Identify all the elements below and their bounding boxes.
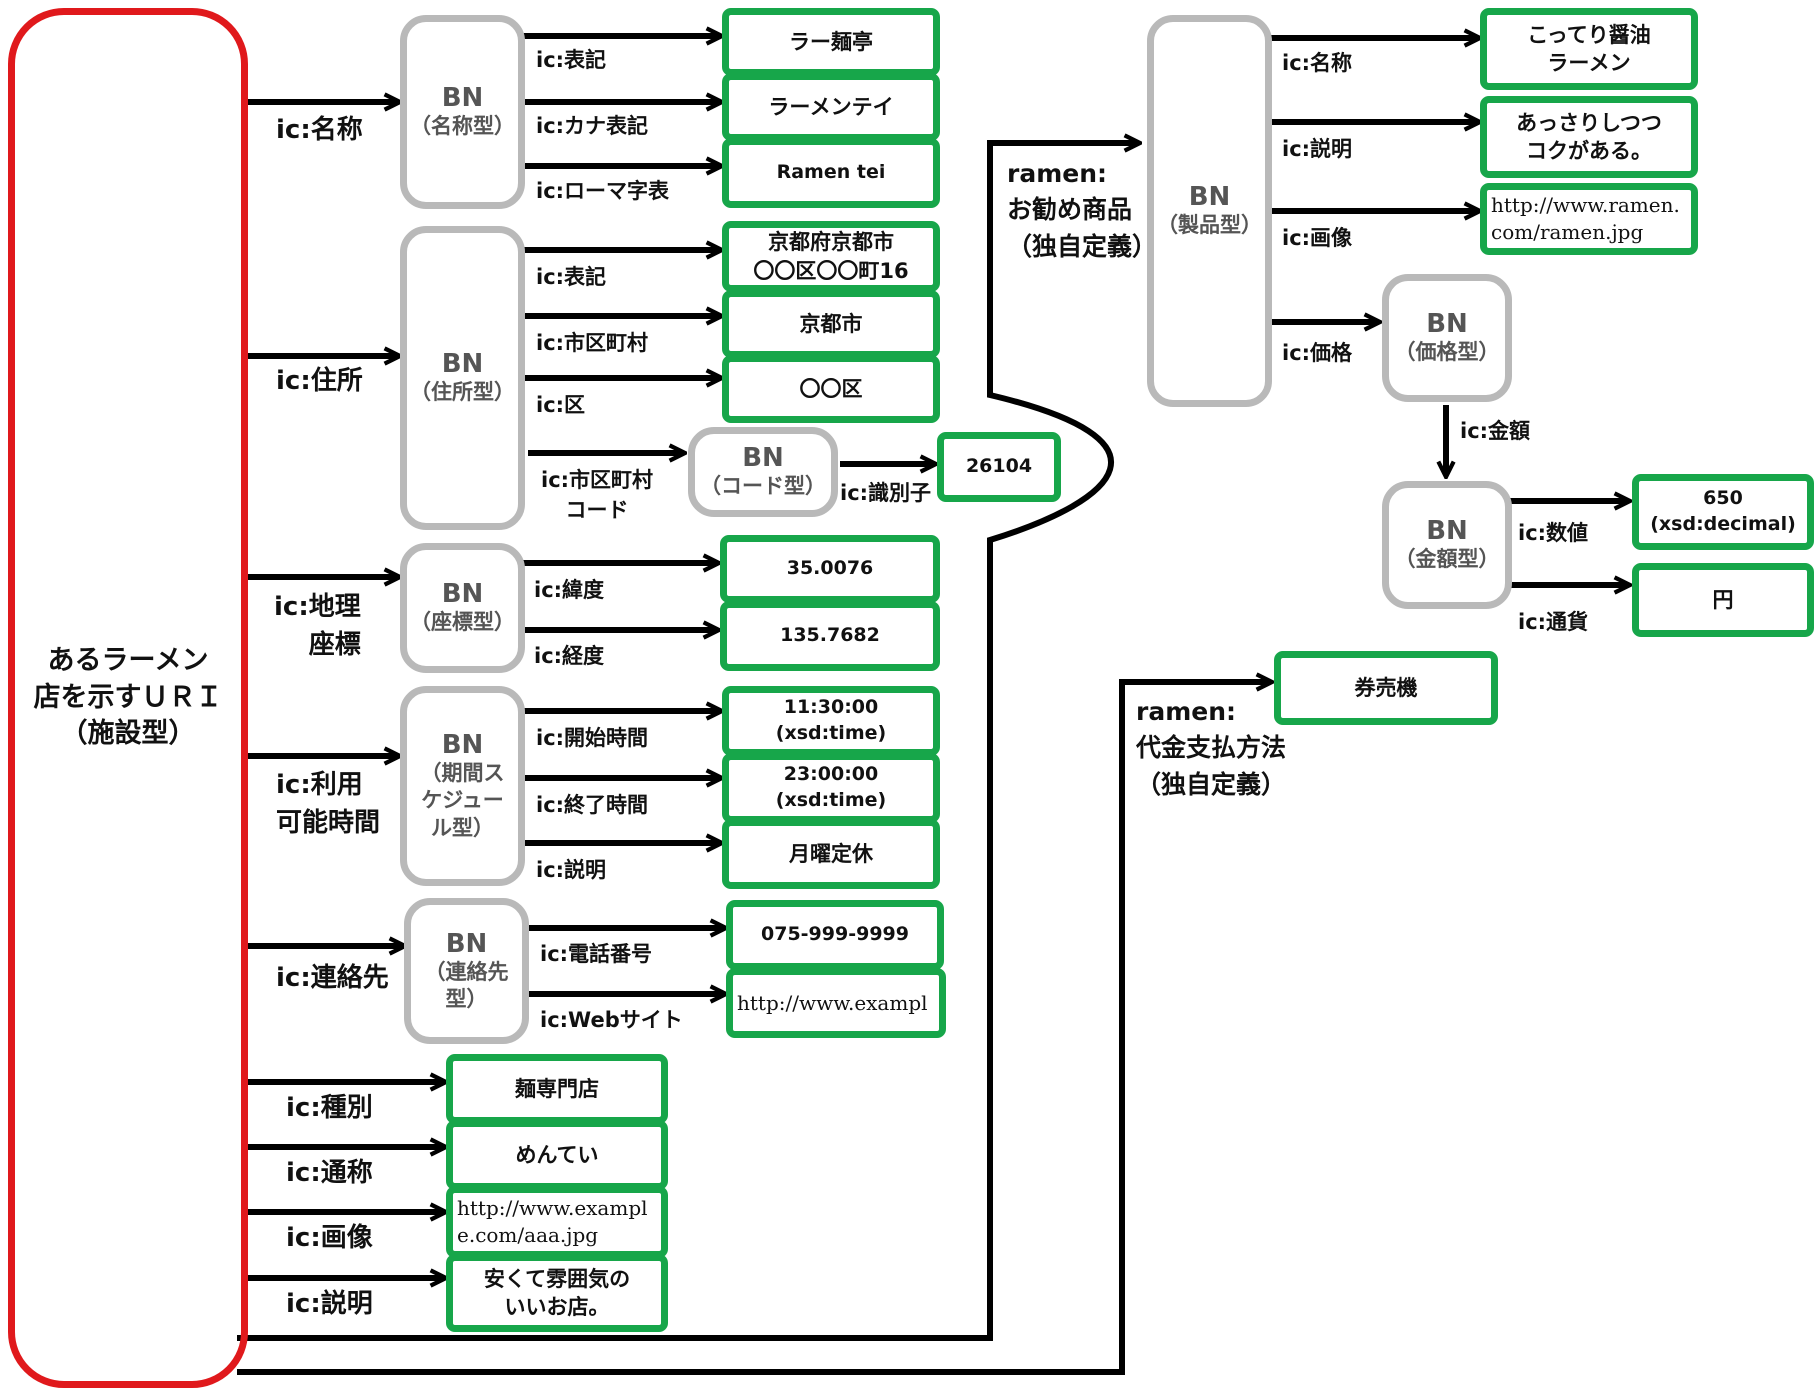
pred-address-notation: ic:表記 [536,265,607,289]
literal-description: 安くて雰囲気の いいお店。 [446,1254,668,1332]
pred-numeric-value: ic:数値 [1518,521,1589,545]
literal-city-code: 26104 [937,432,1061,502]
literal-name-romaji: Ramen tei [722,138,940,208]
pred-phone: ic:電話番号 [540,942,653,966]
bn-price-type: BN （価格型） [1382,274,1512,402]
bn-title: BN [1188,182,1231,213]
pred-notation: ic:表記 [536,48,607,72]
pred-product-description: ic:説明 [1282,137,1353,161]
literal-latitude: 35.0076 [720,535,940,603]
literal-phone: 075-999-9999 [726,900,944,970]
facility-root-node: あるラーメン 店を示すＵＲＩ （施設型） [8,8,248,1388]
bn-type-label: （コード型） [700,474,826,499]
literal-nickname: めんてい [446,1120,668,1190]
pred-longitude: ic:経度 [534,644,605,668]
literal-image-url: http://www.exampl e.com/aaa.jpg [446,1186,668,1258]
pred-geo: ic:地理 座標 [274,592,361,660]
bn-type-label: （金額型） [1394,547,1500,572]
pred-description: ic:説明 [286,1289,373,1319]
pred-contact: ic:連絡先 [276,963,389,993]
bn-title: BN [1426,516,1468,547]
pred-website: ic:Webサイト [540,1008,683,1032]
pred-city-code: ic:市区町村 コード [541,468,654,523]
literal-payment-method: 券売機 [1274,651,1498,725]
bn-type-label: （名称型） [410,114,515,139]
literal-longitude: 135.7682 [720,601,940,671]
pred-hours-description: ic:説明 [536,858,607,882]
pred-start-time: ic:開始時間 [536,726,649,750]
bn-schedule-type: BN （期間ス ケジュー ル型） [400,686,525,886]
literal-city: 京都市 [722,290,940,358]
bn-amount-type: BN （金額型） [1382,481,1512,609]
pred-name: ic:名称 [276,115,363,145]
facility-root-label: あるラーメン 店を示すＵＲＩ （施設型） [33,645,223,750]
pred-nickname: ic:通称 [286,1158,373,1188]
bn-title: BN [441,349,484,380]
bn-title: BN [441,730,484,761]
pred-price: ic:価格 [1282,341,1353,365]
literal-currency: 円 [1632,563,1814,637]
literal-hours-description: 月曜定休 [722,819,940,889]
pred-end-time: ic:終了時間 [536,793,649,817]
pred-ward: ic:区 [536,393,586,417]
literal-website: http://www.exampl [726,968,946,1038]
literal-type: 麺専門店 [446,1054,668,1124]
bn-title: BN [1426,309,1468,340]
literal-product-description: あっさりしつつ コクがある。 [1480,96,1698,178]
bn-code-type: BN （コード型） [688,427,838,517]
bn-type-label: （連絡先 型） [424,959,509,1011]
pred-latitude: ic:緯度 [534,578,605,602]
pred-city: ic:市区町村 [536,331,649,355]
bn-title: BN [441,83,484,114]
literal-start-time: 11:30:00 (xsd:time) [722,686,940,756]
pred-identifier: ic:識別子 [840,481,932,505]
pred-romaji: ic:ローマ字表 [536,179,670,203]
pred-amount: ic:金額 [1460,419,1531,443]
bn-product-type: BN （製品型） [1147,15,1272,407]
bn-type-label: （座標型） [410,610,515,635]
literal-ward: 〇〇区 [722,355,940,423]
bn-contact-type: BN （連絡先 型） [404,898,529,1044]
pred-currency: ic:通貨 [1518,610,1589,634]
literal-price-value: 650 (xsd:decimal) [1632,474,1814,550]
pred-product-image: ic:画像 [1282,226,1353,250]
pred-address: ic:住所 [276,366,363,396]
pred-payment-method: ramen: 代金支払方法 （独自定義） [1136,697,1287,799]
pred-recommend: ramen: お勧め商品 （独自定義） [1007,159,1158,261]
bn-type-label: （製品型） [1157,213,1262,238]
pred-type: ic:種別 [286,1093,373,1123]
literal-end-time: 23:00:00 (xsd:time) [722,753,940,823]
bn-title: BN [441,579,484,610]
bn-coordinate-type: BN （座標型） [400,543,525,673]
literal-name-notation: ラー麺亭 [722,8,940,76]
pred-product-name: ic:名称 [1282,51,1353,75]
bn-name-type: BN （名称型） [400,15,525,209]
bn-type-label: （期間ス ケジュー ル型） [420,761,505,840]
pred-kana: ic:カナ表記 [536,114,649,138]
bn-type-label: （住所型） [410,380,515,405]
pred-image: ic:画像 [286,1223,373,1253]
bn-title: BN [445,928,488,959]
literal-product-image-url: http://www.ramen. com/ramen.jpg [1480,183,1698,255]
bn-address-type: BN （住所型） [400,226,525,530]
literal-product-name: こってり醤油 ラーメン [1480,8,1698,90]
bn-title: BN [742,443,784,474]
bn-type-label: （価格型） [1394,340,1500,365]
literal-name-kana: ラーメンテイ [722,73,940,141]
pred-hours: ic:利用 可能時間 [276,770,381,838]
literal-address-notation: 京都府京都市 〇〇区〇〇町16 [722,221,940,292]
